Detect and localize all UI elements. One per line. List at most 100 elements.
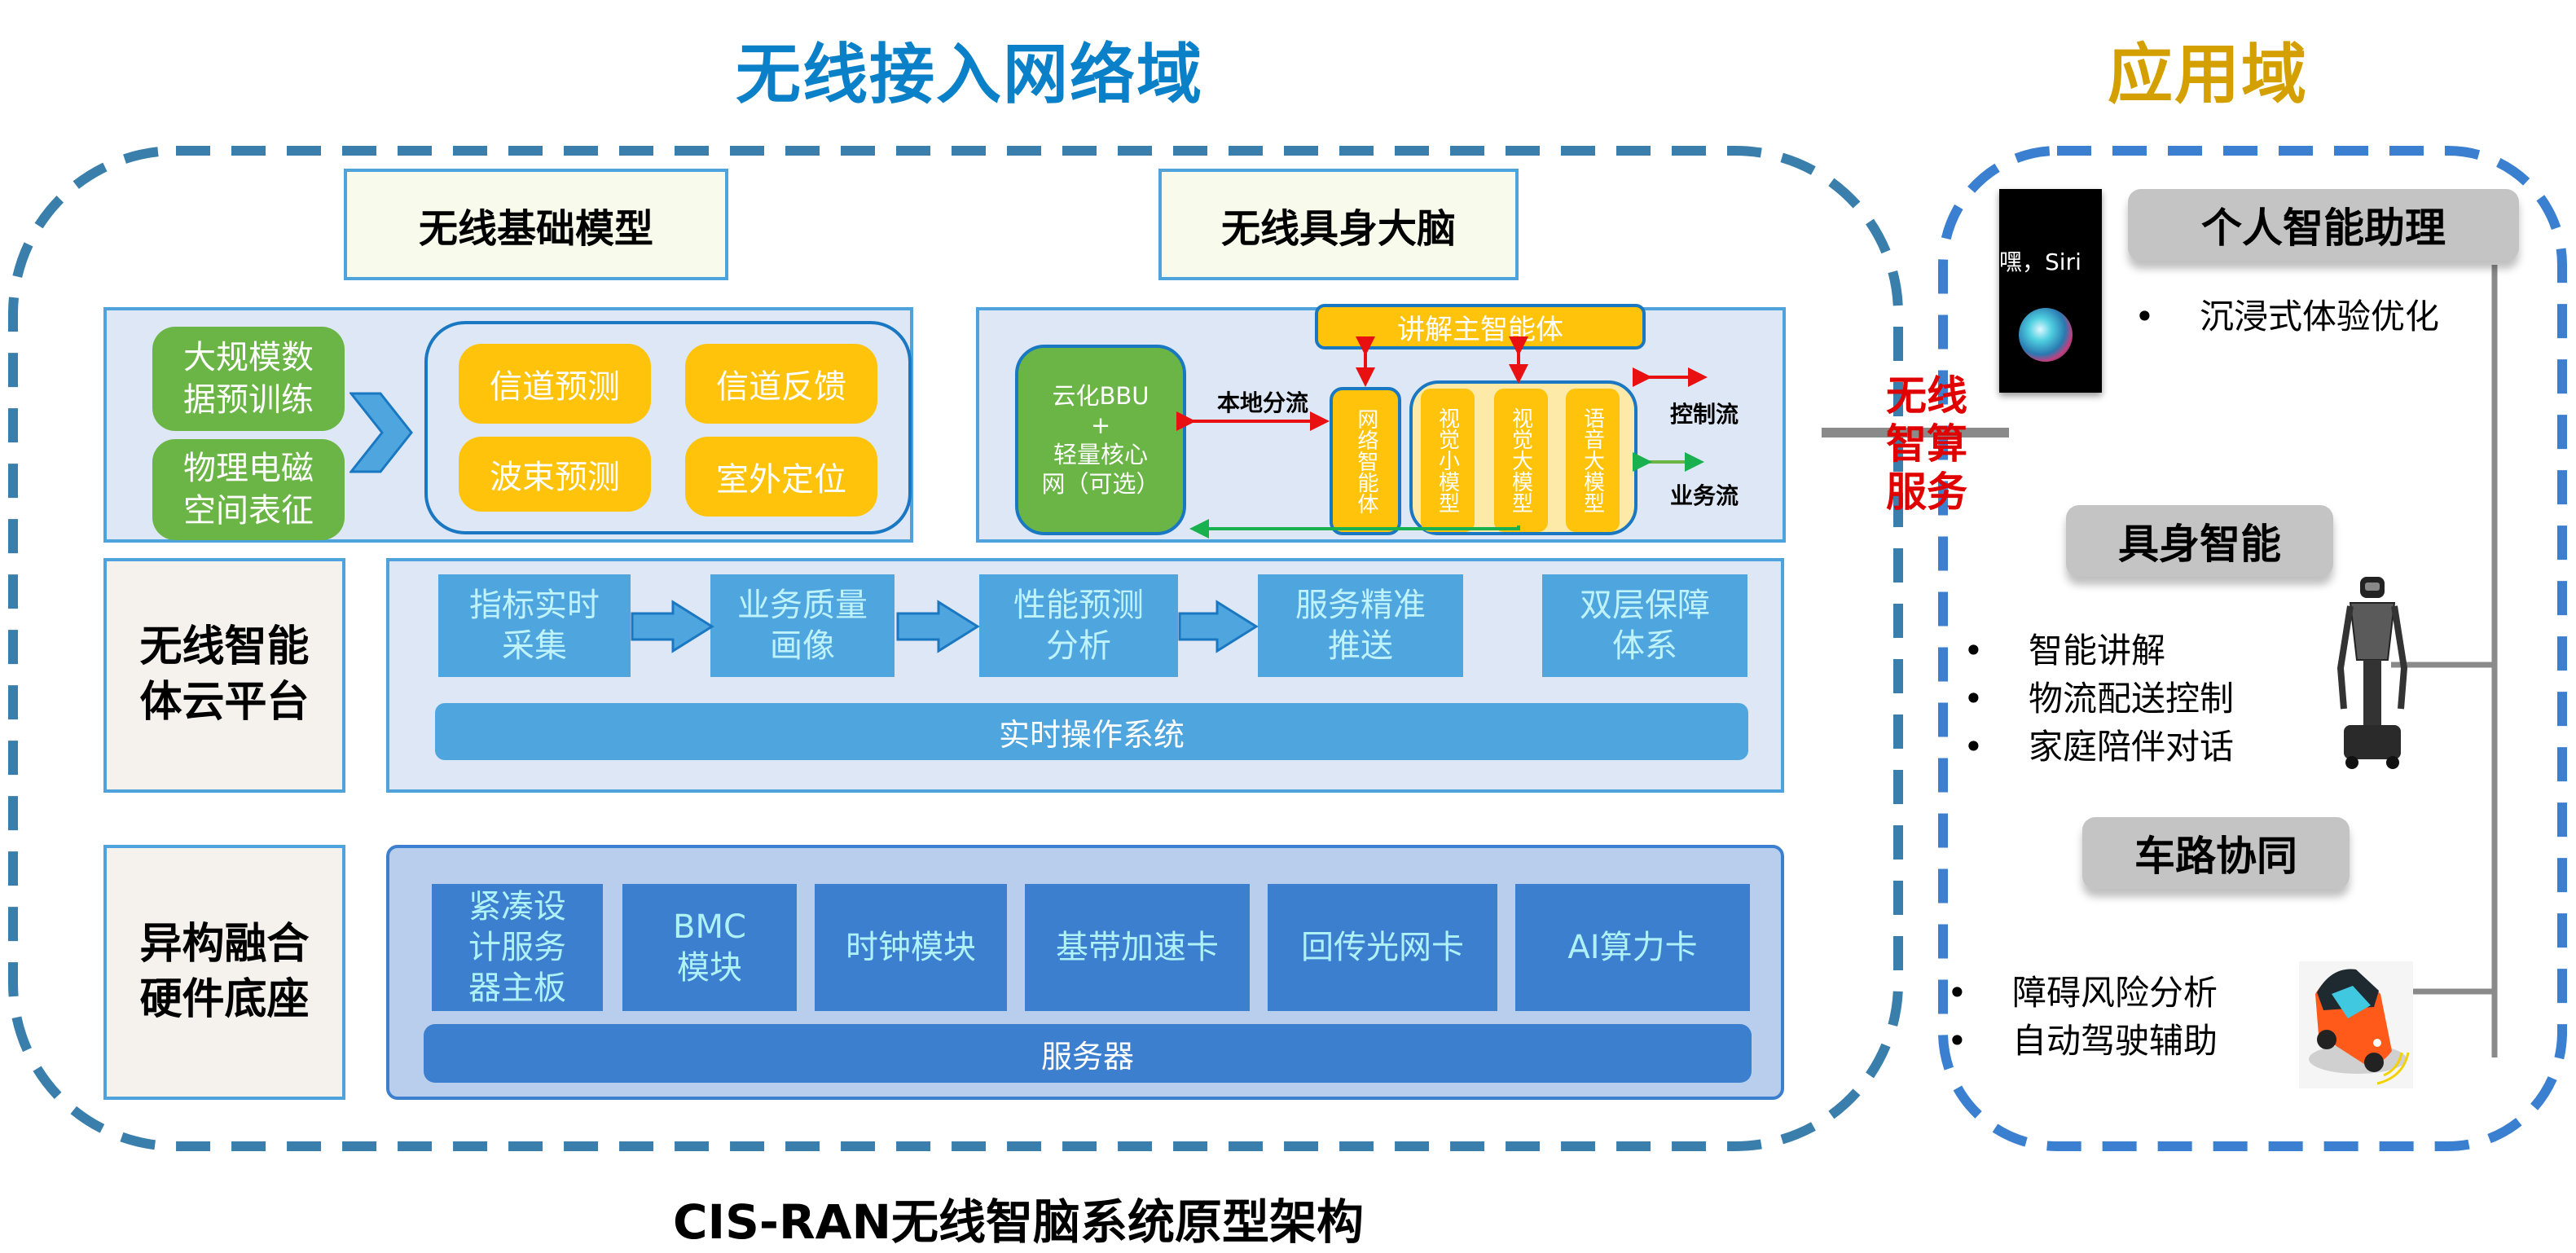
hw-module-backhaul-nic: 回传光网卡 bbox=[1268, 884, 1497, 1011]
app-domain-title: 应用域 bbox=[2108, 37, 2308, 112]
bullet-text: 自动驾驶辅助 bbox=[2012, 1020, 2218, 1061]
siri-orb bbox=[2019, 308, 2073, 362]
arrow-right-icon bbox=[1178, 600, 1259, 653]
hw-1-line-3: 器主板 bbox=[468, 969, 566, 1007]
control-flow-label: 控制流 bbox=[1669, 401, 1739, 428]
pretraining-box: 大规模数 据预训练 bbox=[152, 327, 345, 431]
step-performance-prediction: 性能预测 分析 bbox=[979, 574, 1178, 677]
bbu-line-3: 轻量核心 bbox=[1053, 441, 1148, 468]
hw-label-line-2: 硬件底座 bbox=[139, 974, 310, 1024]
step-quality-profiling: 业务质量 画像 bbox=[710, 574, 895, 677]
pretraining-line-2: 据预训练 bbox=[183, 381, 314, 419]
dual-guarantee-box: 双层保障 体系 bbox=[1542, 574, 1747, 677]
app-v2x-title: 车路协同 bbox=[2082, 817, 2350, 889]
models-group: 视觉小模型 视觉大模型 语音大模型 bbox=[1409, 380, 1637, 535]
task-outdoor-positioning: 室外定位 bbox=[685, 437, 877, 517]
vision-large-model: 视觉大模型 bbox=[1494, 389, 1548, 532]
hw-module-clock: 时钟模块 bbox=[815, 884, 1007, 1011]
em-representation-box: 物理电磁 空间表征 bbox=[152, 439, 345, 540]
hw-2-line-2: 模块 bbox=[677, 949, 742, 987]
app-embodied-bullets: • 智能讲解 • 物流配送控制 • 家庭陪伴对话 bbox=[1963, 627, 2371, 771]
hw-1-line-1: 紧凑设 bbox=[468, 888, 566, 925]
step-precise-push: 服务精准 推送 bbox=[1258, 574, 1463, 677]
step-2-line-1: 业务质量 bbox=[737, 587, 868, 624]
em-line-2: 空间表征 bbox=[183, 492, 314, 530]
speech-large-model: 语音大模型 bbox=[1566, 389, 1620, 532]
network-domain-title: 无线接入网络域 bbox=[736, 37, 1203, 112]
embodied-brain-header: 无线具身大脑 bbox=[1158, 169, 1519, 280]
hw-2-line-1: BMC bbox=[673, 908, 746, 946]
hw-module-baseband: 基带加速卡 bbox=[1025, 884, 1250, 1011]
bullet-text: 家庭陪伴对话 bbox=[2029, 726, 2235, 767]
pretraining-line-1: 大规模数 bbox=[183, 339, 314, 376]
step-4-line-1: 服务精准 bbox=[1295, 587, 1426, 624]
service-line-3: 服务 bbox=[1886, 468, 1967, 516]
bullet-text: 物流配送控制 bbox=[2029, 678, 2235, 719]
cloud-label-line-2: 体云平台 bbox=[139, 678, 310, 727]
bullet-dot: • bbox=[1963, 678, 1984, 719]
flow-arrows bbox=[1176, 336, 1708, 539]
cloud-platform-panel: 指标实时 采集 业务质量 画像 性能预测 分析 服务精准 推送 双层保障 体系 … bbox=[386, 558, 1784, 793]
arrow-right-icon bbox=[631, 600, 714, 653]
task-channel-prediction: 信道预测 bbox=[459, 344, 651, 424]
step-3-line-2: 分析 bbox=[1046, 627, 1111, 665]
service-return-arrow bbox=[1189, 519, 1520, 539]
foundation-model-header: 无线基础模型 bbox=[344, 169, 728, 280]
network-agent-box: 网络智能体 bbox=[1330, 387, 1401, 535]
siri-icon: 嘿，Siri bbox=[1999, 189, 2102, 393]
arrow-right-icon bbox=[896, 600, 980, 653]
hardware-label: 异构融合 硬件底座 bbox=[103, 845, 345, 1100]
bullet-dot: • bbox=[1963, 726, 1984, 767]
hw-1-line-2: 计服务 bbox=[468, 929, 566, 966]
app-v2x-bullets: • 障碍风险分析 • 自动驾驶辅助 bbox=[1947, 969, 2371, 1066]
step-1-line-2: 采集 bbox=[502, 627, 567, 665]
embodied-brain-panel: 云化BBU + 轻量核心 网（可选） 本地分流 讲解主智能体 网络智能体 视觉小… bbox=[976, 304, 1786, 543]
step-metric-collection: 指标实时 采集 bbox=[438, 574, 631, 677]
hw-module-mainboard: 紧凑设 计服务 器主板 bbox=[432, 884, 603, 1011]
bullet-dot: • bbox=[2134, 297, 2155, 336]
bullet-dot: • bbox=[1947, 973, 1967, 1013]
step-1-line-1: 指标实时 bbox=[469, 587, 600, 624]
bullet-text: 智能讲解 bbox=[2029, 631, 2166, 670]
pipeline-arrows bbox=[631, 600, 1259, 653]
vision-small-model: 视觉小模型 bbox=[1421, 389, 1475, 532]
tasks-group: 信道预测 信道反馈 波束预测 室外定位 bbox=[424, 321, 912, 534]
service-line-1: 无线 bbox=[1886, 372, 1967, 420]
task-beam-prediction: 波束预测 bbox=[459, 437, 651, 512]
app-personal-assistant-bullets: • 沉浸式体验优化 bbox=[2134, 293, 2509, 341]
robot-icon bbox=[2336, 577, 2408, 769]
hw-module-bmc: BMC 模块 bbox=[622, 884, 797, 1011]
realtime-os-bar: 实时操作系统 bbox=[435, 703, 1748, 760]
guarantee-line-2: 体系 bbox=[1612, 627, 1677, 665]
task-channel-feedback: 信道反馈 bbox=[685, 344, 877, 424]
bbu-line-2: + bbox=[1090, 411, 1111, 439]
em-line-1: 物理电磁 bbox=[183, 450, 314, 487]
bbu-line-1: 云化BBU bbox=[1052, 381, 1150, 410]
app-personal-assistant-title: 个人智能助理 bbox=[2128, 189, 2519, 261]
foundation-model-panel: 大规模数 据预训练 物理电磁 空间表征 信道预测 信道反馈 波束预测 室外定位 bbox=[103, 307, 913, 543]
hw-module-ai-card: AI算力卡 bbox=[1515, 884, 1750, 1011]
hw-label-line-1: 异构融合 bbox=[139, 919, 310, 969]
step-4-line-2: 推送 bbox=[1328, 627, 1393, 665]
service-line-2: 智算 bbox=[1886, 420, 1967, 468]
diagram-caption: CIS-RAN无线智脑系统原型架构 bbox=[672, 1194, 1365, 1250]
car-icon bbox=[2299, 961, 2413, 1088]
cloud-label-line-1: 无线智能 bbox=[139, 622, 310, 672]
bbu-line-4: 网（可选） bbox=[1041, 470, 1160, 499]
bullet-text: 障碍风险分析 bbox=[2012, 973, 2218, 1013]
bullet-text: 沉浸式体验优化 bbox=[2200, 297, 2440, 336]
chevron-right-icon bbox=[349, 392, 413, 473]
network-domain-boundary bbox=[8, 146, 1903, 1151]
app-domain-boundary bbox=[1938, 146, 2567, 1151]
server-bar: 服务器 bbox=[424, 1024, 1752, 1083]
wireless-compute-service-label: 无线 智算 服务 bbox=[1874, 363, 1980, 525]
bbu-box: 云化BBU + 轻量核心 网（可选） bbox=[1015, 345, 1186, 535]
siri-caption: 嘿，Siri bbox=[1999, 248, 2081, 275]
hardware-panel: 紧凑设 计服务 器主板 BMC 模块 时钟模块 基带加速卡 回传光网卡 AI算力… bbox=[386, 845, 1784, 1100]
bullet-dot: • bbox=[1947, 1020, 1967, 1061]
cloud-platform-label: 无线智能 体云平台 bbox=[103, 558, 345, 793]
service-flow-label: 业务流 bbox=[1669, 482, 1739, 509]
step-3-line-1: 性能预测 bbox=[1013, 587, 1144, 624]
bullet-dot: • bbox=[1963, 631, 1984, 670]
app-embodied-title: 具身智能 bbox=[2066, 505, 2333, 577]
